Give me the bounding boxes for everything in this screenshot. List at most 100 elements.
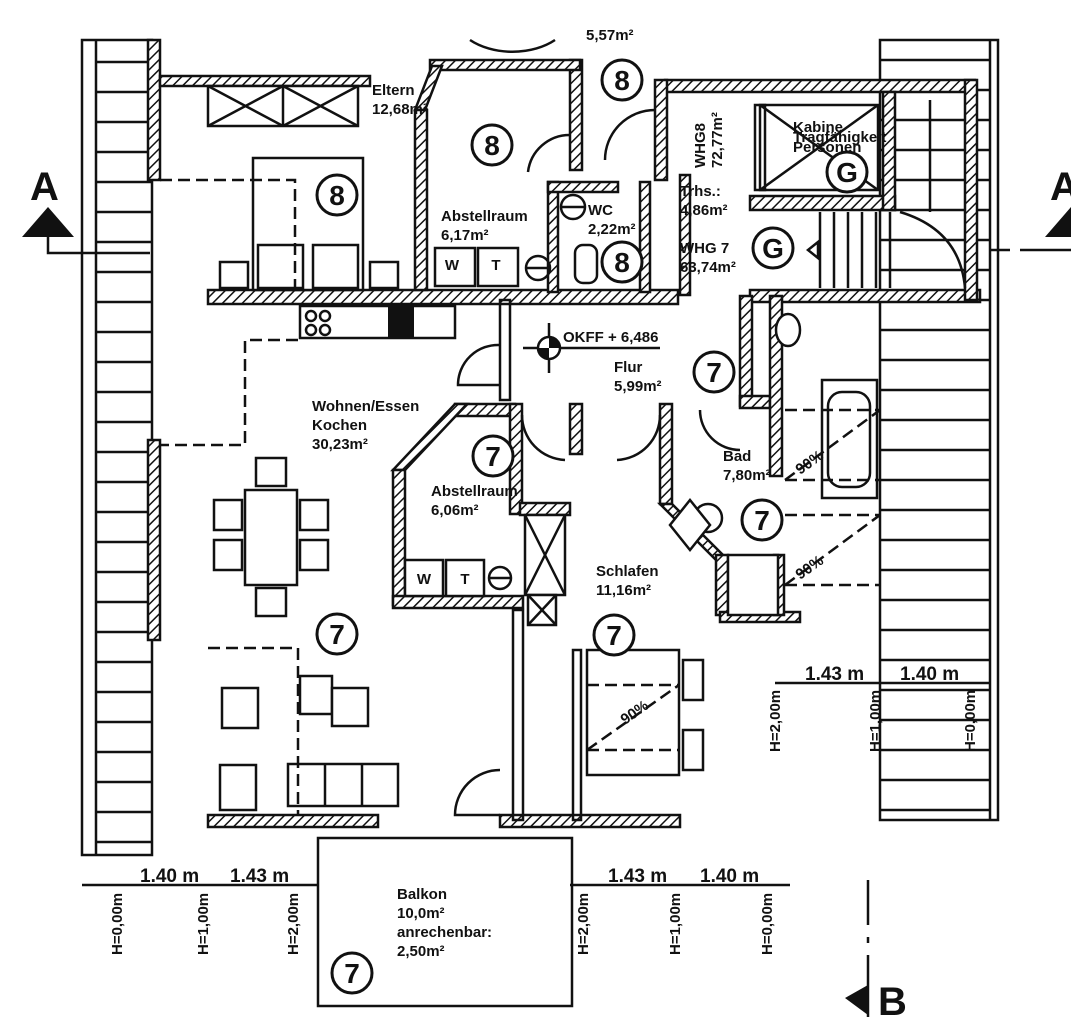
svg-text:8: 8 <box>614 65 630 96</box>
roof-slope-line <box>208 646 300 815</box>
unit-marker: G <box>751 226 795 270</box>
room-name-wohnen: Wohnen/Essen <box>312 398 419 415</box>
dimension-lines <box>82 681 990 887</box>
section-label-b: B <box>878 980 907 1024</box>
level-label: OKFF + 6,486 <box>563 329 658 346</box>
dim-bottom-right-1: 1.43 m <box>608 866 667 887</box>
top-cut-area: 5,57m² <box>586 27 634 44</box>
height-label: H=1,00m <box>867 690 884 752</box>
bed-schlafen <box>585 648 705 777</box>
svg-text:7: 7 <box>706 357 722 388</box>
section-marker-b <box>845 880 870 1017</box>
doors <box>453 38 741 817</box>
section-marker-a-right <box>990 207 1071 252</box>
height-label: H=0,00m <box>109 893 126 955</box>
room-labels: Eltern 12,68m² Abstellraum 6,17m² WC 2,2… <box>30 27 1071 1024</box>
room-name-bad: Bad <box>723 448 751 465</box>
whg7-label: WHG 7 <box>680 240 729 257</box>
unit-marker: 8 <box>600 58 644 102</box>
room-name-schlafen: Schlafen <box>596 563 659 580</box>
height-label: H=1,00m <box>667 893 684 955</box>
bed-eltern <box>218 156 400 292</box>
elevator-text-1: Kabine <box>793 119 843 136</box>
section-label-a-left: A <box>30 165 59 209</box>
stair-area: 4,86m² <box>680 202 728 219</box>
kitchen-counter <box>298 304 457 340</box>
height-label: H=0,00m <box>962 690 979 752</box>
elevator <box>753 103 880 192</box>
height-label: H=2,00m <box>575 893 592 955</box>
room-name-flur: Flur <box>614 359 642 376</box>
dryer-label: T <box>460 571 469 588</box>
level-marker <box>523 323 660 373</box>
staircase <box>805 100 967 289</box>
unit-marker: 8 <box>470 123 514 167</box>
svg-text:G: G <box>762 233 784 264</box>
room-area-flur: 5,99m² <box>614 378 662 395</box>
height-label: H=0,00m <box>759 893 776 955</box>
washer-label: W <box>445 257 460 274</box>
roof-left <box>80 38 154 857</box>
utility-8 <box>433 246 552 288</box>
room-area-schlafen: 11,16m² <box>596 582 651 599</box>
svg-text:7: 7 <box>606 620 622 651</box>
dryer-label: T <box>491 257 500 274</box>
dim-bottom-left-1: 1.40 m <box>140 866 199 887</box>
roof-right <box>878 38 1000 822</box>
room-name-wc: WC <box>588 202 613 219</box>
height-label: H=1,00m <box>195 893 212 955</box>
room-name-balkon: Balkon <box>397 886 447 903</box>
elevator-text-3: Personen <box>793 139 861 156</box>
whg8-label: WHG8 <box>692 123 709 168</box>
room-area-balkon: 10,0m² <box>397 905 445 922</box>
dim-bottom-right-2: 1.40 m <box>700 866 759 887</box>
svg-text:8: 8 <box>329 180 345 211</box>
unit-marker: 7 <box>740 498 784 542</box>
unit-marker: 8 <box>315 173 359 217</box>
room-area-eltern: 12,68m² <box>372 101 428 118</box>
height-label: H=2,00m <box>285 893 302 955</box>
roof-slope-line <box>160 178 297 290</box>
room-name-abstellraum-8: Abstellraum <box>441 208 528 225</box>
utility-7 <box>403 513 567 627</box>
section-label-a-right: A <box>1050 165 1071 209</box>
bathroom-fixtures <box>668 312 881 587</box>
stair-curve <box>899 210 967 289</box>
washer-label: W <box>417 571 432 588</box>
room-area-wc: 2,22m² <box>588 221 636 238</box>
room-name-eltern: Eltern <box>372 82 415 99</box>
height-label: H=2,00m <box>767 690 784 752</box>
whg8-area: 72,77m² <box>709 112 726 168</box>
unit-marker: 8 <box>600 240 644 284</box>
stair-label: Trhs.: <box>680 183 721 200</box>
balkon-anrechenbar-label: anrechenbar: <box>397 924 492 941</box>
room-area-abstellraum-7: 6,06m² <box>431 502 479 519</box>
dim-bottom-left-2: 1.43 m <box>230 866 289 887</box>
unit-marker: 7 <box>315 612 359 656</box>
elevator-text-2: Tragfähigkeit <box>793 129 886 146</box>
svg-text:8: 8 <box>484 130 500 161</box>
balkon-anrechenbar-value: 2,50m² <box>397 943 445 960</box>
dim-right-2: 1.40 m <box>900 664 959 685</box>
dim-right-1: 1.43 m <box>805 664 864 685</box>
room-area-wohnen: 30,23m² <box>312 436 368 453</box>
svg-text:7: 7 <box>754 505 770 536</box>
svg-text:8: 8 <box>614 247 630 278</box>
wardrobe-eltern <box>206 84 360 128</box>
section-marker-a-left <box>22 207 150 255</box>
walls <box>146 38 982 829</box>
svg-text:7: 7 <box>344 958 360 989</box>
room-name-abstellraum-7: Abstellraum <box>431 483 518 500</box>
svg-text:7: 7 <box>485 441 501 472</box>
unit-marker: 7 <box>692 350 736 394</box>
stair-arrow <box>805 239 820 261</box>
svg-text:7: 7 <box>329 619 345 650</box>
roof-slope-line <box>160 338 298 447</box>
living-furniture <box>218 674 400 812</box>
dining-table <box>212 456 330 618</box>
room-area-abstellraum-8: 6,17m² <box>441 227 489 244</box>
svg-text:G: G <box>836 157 858 188</box>
unit-marker: 7 <box>330 951 374 995</box>
unit-marker: G <box>825 150 869 194</box>
